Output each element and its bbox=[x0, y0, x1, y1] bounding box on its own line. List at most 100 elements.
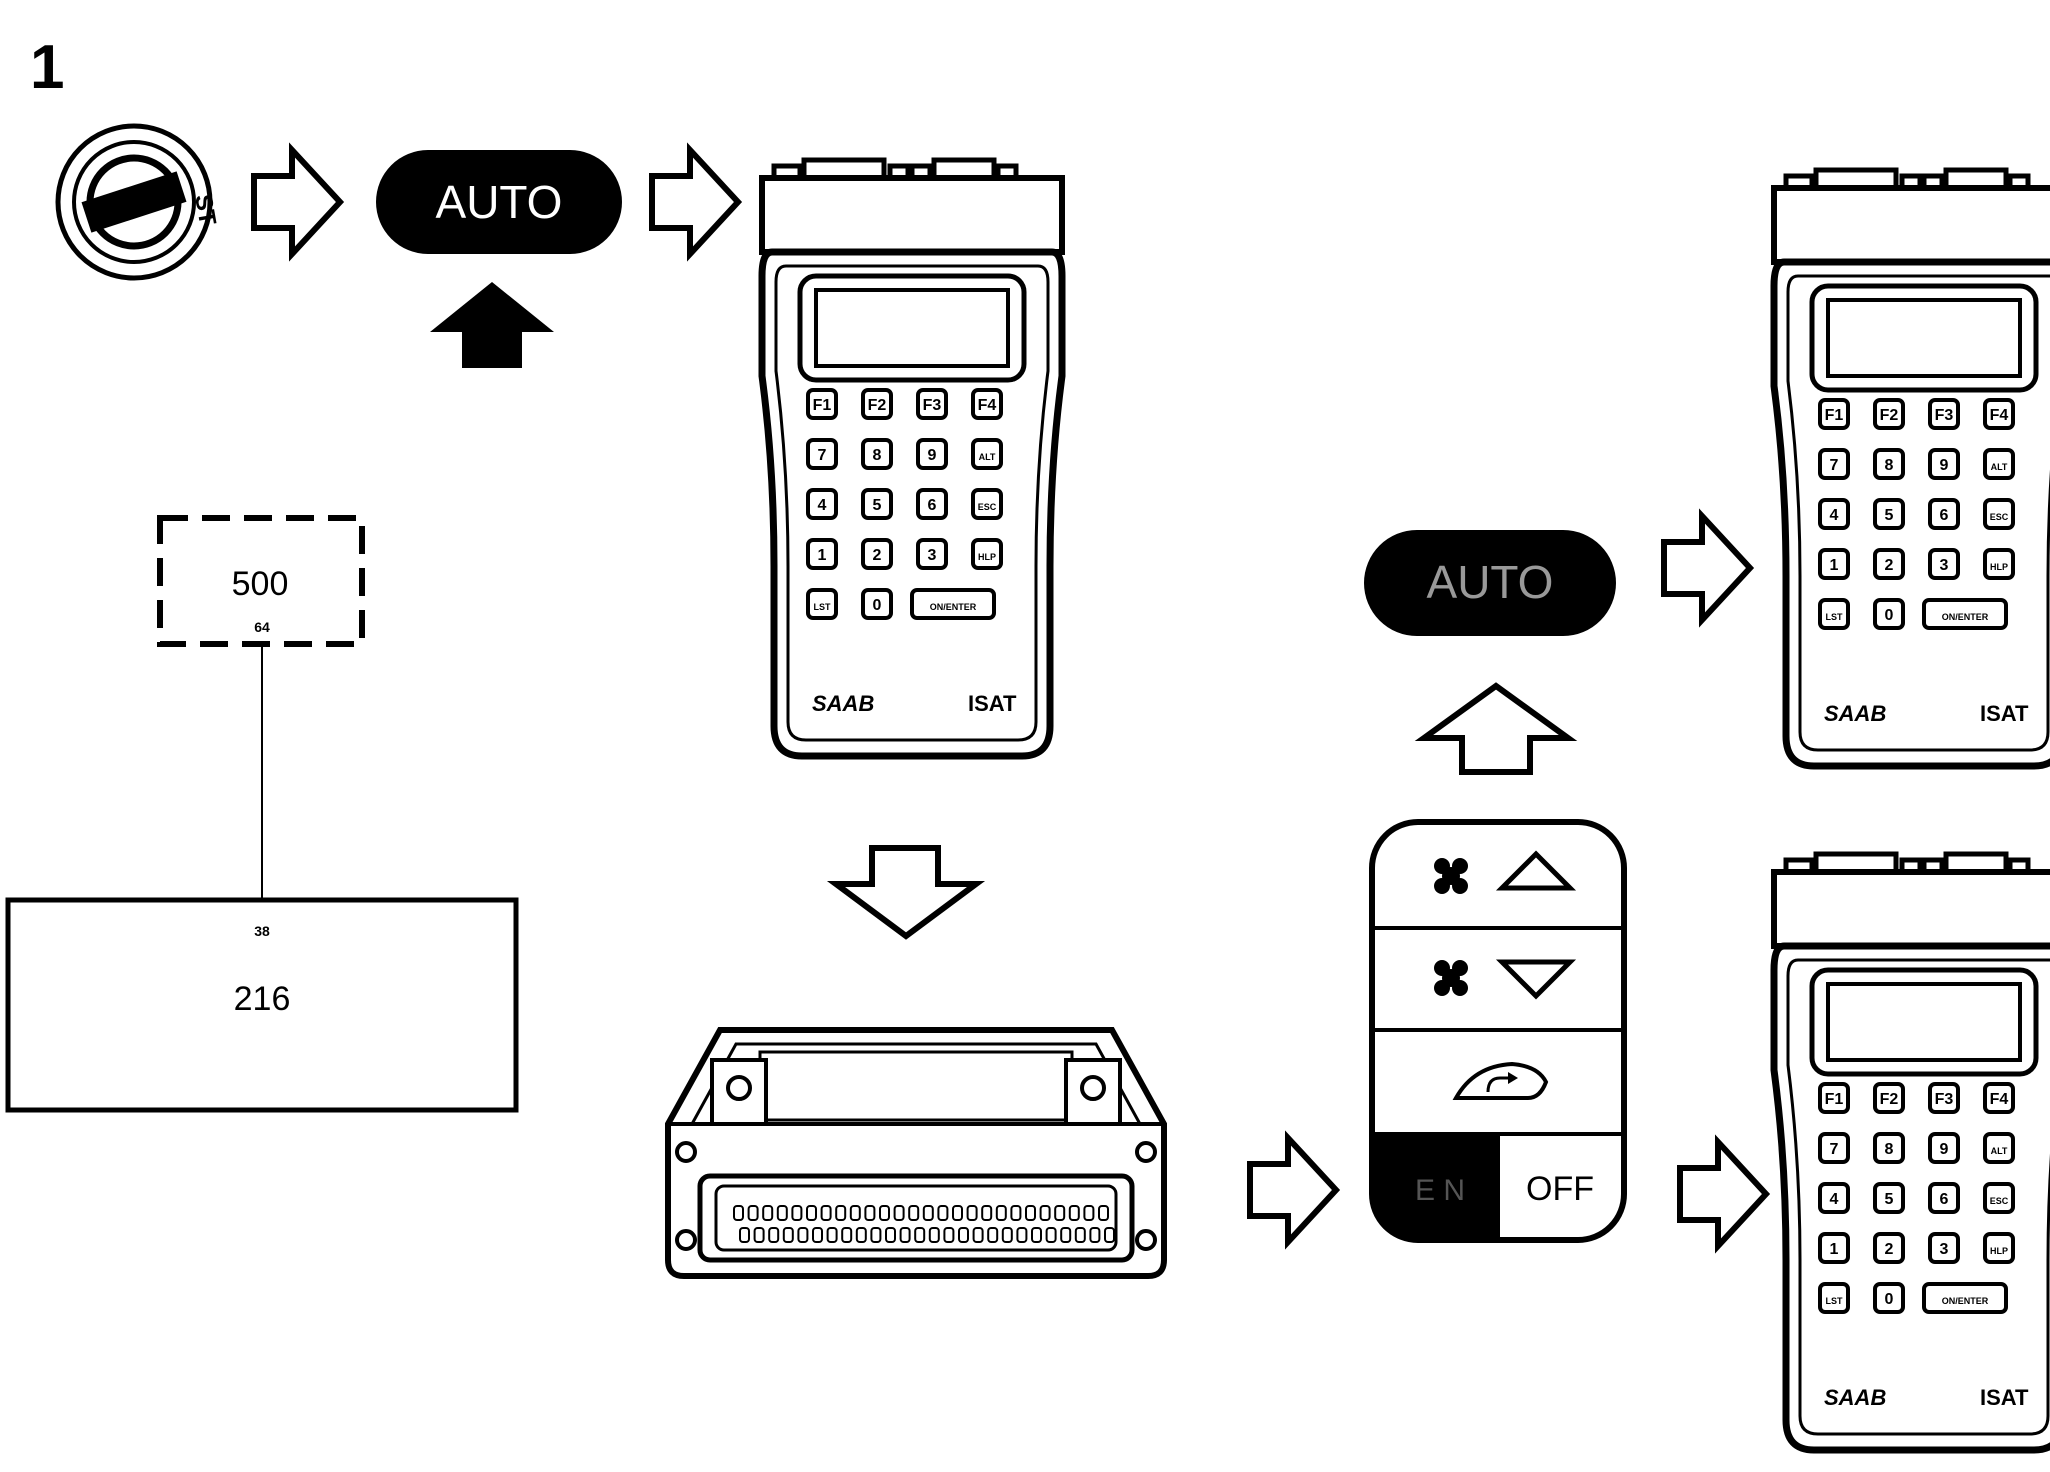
scan-tool-3-key-1[interactable]: 1 bbox=[1818, 1232, 1850, 1264]
key-label: ON/ENTER bbox=[930, 602, 977, 612]
scan-tool-2-key-onenter[interactable]: ON/ENTER bbox=[1922, 598, 2008, 630]
scan-tool-2-key-4[interactable]: 4 bbox=[1818, 498, 1850, 530]
scan-tool-1-key-f3[interactable]: F3 bbox=[916, 388, 948, 420]
scan-tool-1-key-4[interactable]: 4 bbox=[806, 488, 838, 520]
scan-tool-1-key-esc[interactable]: ESC bbox=[971, 488, 1003, 520]
key-label: LST bbox=[1826, 1296, 1844, 1306]
off-button-label[interactable]: OFF bbox=[1526, 1170, 1594, 1208]
scan-tool-1-key-6[interactable]: 6 bbox=[916, 488, 948, 520]
scan-tool-1-key-lst[interactable]: LST bbox=[806, 588, 838, 620]
scan-tool-2-key-7[interactable]: 7 bbox=[1818, 448, 1850, 480]
recirculation-button[interactable] bbox=[1452, 1061, 1549, 1100]
scan-tool-2-key-f1[interactable]: F1 bbox=[1818, 398, 1850, 430]
scan-tool-2-key-9[interactable]: 9 bbox=[1928, 448, 1960, 480]
scan-tool-3-key-2[interactable]: 2 bbox=[1873, 1232, 1905, 1264]
key-label: 8 bbox=[873, 447, 882, 464]
scan-tool-3-key-9[interactable]: 9 bbox=[1928, 1132, 1960, 1164]
scan-tool-1-key-8[interactable]: 8 bbox=[861, 438, 893, 470]
scan-tool-2-key-f2[interactable]: F2 bbox=[1873, 398, 1905, 430]
scan-tool-3-key-lst[interactable]: LST bbox=[1818, 1282, 1850, 1314]
key-label: F4 bbox=[1990, 407, 2009, 424]
scan-tool-2-key-6[interactable]: 6 bbox=[1928, 498, 1960, 530]
flow-arrow-down bbox=[826, 845, 986, 940]
scan-tool-3-key-8[interactable]: 8 bbox=[1873, 1132, 1905, 1164]
scan-tool-3-key-f4[interactable]: F4 bbox=[1983, 1082, 2015, 1114]
scan-tool-1-key-f4[interactable]: F4 bbox=[971, 388, 1003, 420]
control-module-icon bbox=[665, 1027, 1167, 1279]
scan-tool-1-key-0[interactable]: 0 bbox=[861, 588, 893, 620]
scan-tool-3-key-f1[interactable]: F1 bbox=[1818, 1082, 1850, 1114]
key-label: 1 bbox=[1830, 557, 1839, 574]
key-label: LST bbox=[1826, 612, 1844, 622]
scan-tool-2-key-3[interactable]: 3 bbox=[1928, 548, 1960, 580]
scan-tool-2-key-8[interactable]: 8 bbox=[1873, 448, 1905, 480]
key-label: ALT bbox=[1991, 1146, 2008, 1156]
scan-tool-2-key-alt[interactable]: ALT bbox=[1983, 448, 2015, 480]
key-label: 3 bbox=[1940, 557, 1949, 574]
key-label: 5 bbox=[1885, 507, 1894, 524]
scan-tool-2-key-esc[interactable]: ESC bbox=[1983, 498, 2015, 530]
scan-tool-2-key-f4[interactable]: F4 bbox=[1983, 398, 2015, 430]
key-label: F2 bbox=[1880, 407, 1899, 424]
connector-pin bbox=[1016, 1227, 1028, 1243]
key-label: 2 bbox=[1885, 1241, 1894, 1258]
connector-pin bbox=[841, 1227, 853, 1243]
key-label: ALT bbox=[979, 452, 996, 462]
econ-button-label[interactable]: E N bbox=[1415, 1174, 1465, 1207]
connector-pin bbox=[812, 1227, 823, 1243]
scan-tool-2-key-hlp[interactable]: HLP bbox=[1983, 548, 2015, 580]
scan-tool-1-key-onenter[interactable]: ON/ENTER bbox=[910, 588, 996, 620]
connector-pin bbox=[855, 1227, 867, 1243]
connector-pin bbox=[864, 1205, 876, 1221]
scan-tool-3-key-alt[interactable]: ALT bbox=[1983, 1132, 2015, 1164]
connector-pin bbox=[1083, 1205, 1095, 1221]
scan-tool-3-key-4[interactable]: 4 bbox=[1818, 1182, 1850, 1214]
scan-tool-3-key-7[interactable]: 7 bbox=[1818, 1132, 1850, 1164]
connector-pin bbox=[806, 1205, 817, 1221]
key-label: ALT bbox=[1991, 462, 2008, 472]
scan-tool-1-key-f2[interactable]: F2 bbox=[861, 388, 893, 420]
scan-tool-3-key-f3[interactable]: F3 bbox=[1928, 1082, 1960, 1114]
flow-arrow-right-3 bbox=[1250, 1138, 1336, 1242]
connector-pin bbox=[870, 1227, 882, 1243]
scan-tool-2-key-2[interactable]: 2 bbox=[1873, 548, 1905, 580]
component-500-label: 500 bbox=[232, 565, 289, 603]
key-label: 1 bbox=[1830, 1241, 1839, 1258]
scan-tool-3-key-6[interactable]: 6 bbox=[1928, 1182, 1960, 1214]
scan-tool-2-key-5[interactable]: 5 bbox=[1873, 498, 1905, 530]
scan-tool-1-key-2[interactable]: 2 bbox=[861, 538, 893, 570]
scan-tool-3-key-esc[interactable]: ESC bbox=[1983, 1182, 2015, 1214]
scan-tool-2-key-lst[interactable]: LST bbox=[1818, 598, 1850, 630]
scan-tool-1-key-alt[interactable]: ALT bbox=[971, 438, 1003, 470]
fan-up-button[interactable] bbox=[1434, 850, 1577, 894]
connector-pin bbox=[943, 1227, 955, 1243]
scan-tool-1-key-7[interactable]: 7 bbox=[806, 438, 838, 470]
connector-pin bbox=[995, 1205, 1007, 1221]
scan-tool-1-key-9[interactable]: 9 bbox=[916, 438, 948, 470]
scan-tool-3-key-onenter[interactable]: ON/ENTER bbox=[1922, 1282, 2008, 1314]
key-label: ESC bbox=[978, 502, 997, 512]
auto-button-top-label: AUTO bbox=[436, 176, 563, 228]
key-label: 6 bbox=[1940, 507, 1949, 524]
fan-down-button[interactable] bbox=[1434, 959, 1577, 1000]
climate-control-panel: E N OFF bbox=[1369, 819, 1627, 1243]
key-label: LST bbox=[814, 602, 832, 612]
scan-tool-1-key-1[interactable]: 1 bbox=[806, 538, 838, 570]
scan-tool-3-key-f2[interactable]: F2 bbox=[1873, 1082, 1905, 1114]
scan-tool-1-key-f1[interactable]: F1 bbox=[806, 388, 838, 420]
scan-tool-2-key-1[interactable]: 1 bbox=[1818, 548, 1850, 580]
scan-tool-1-key-5[interactable]: 5 bbox=[861, 488, 893, 520]
scan-tool-3-key-hlp[interactable]: HLP bbox=[1983, 1232, 2015, 1264]
flow-arrow-right-2 bbox=[652, 150, 738, 254]
scan-tool-2-key-f3[interactable]: F3 bbox=[1928, 398, 1960, 430]
connector-pin bbox=[849, 1205, 861, 1221]
connector-pin bbox=[1001, 1227, 1013, 1243]
scan-tool-3-key-3[interactable]: 3 bbox=[1928, 1232, 1960, 1264]
scan-tool-3-key-0[interactable]: 0 bbox=[1873, 1282, 1905, 1314]
scan-tool-2-key-0[interactable]: 0 bbox=[1873, 598, 1905, 630]
scan-tool-1-key-hlp[interactable]: HLP bbox=[971, 538, 1003, 570]
scan-tool-3-key-5[interactable]: 5 bbox=[1873, 1182, 1905, 1214]
flow-arrow-up bbox=[1414, 682, 1578, 775]
scan-tool-1-key-3[interactable]: 3 bbox=[916, 538, 948, 570]
